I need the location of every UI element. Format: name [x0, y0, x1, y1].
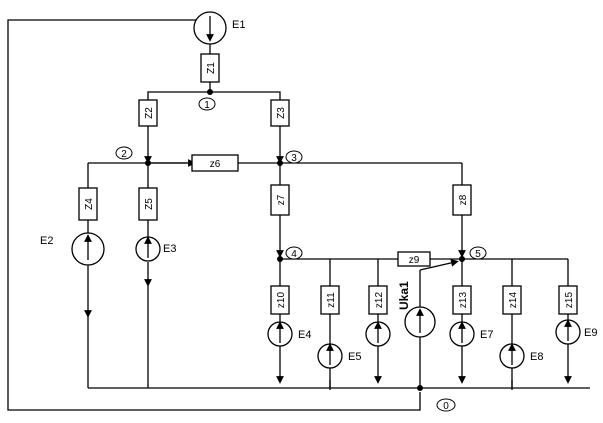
- impedance-z9: z9: [397, 251, 431, 267]
- svg-text:E3: E3: [163, 243, 176, 255]
- node-4: 4: [277, 246, 303, 262]
- source-e2: E2: [40, 232, 105, 266]
- svg-text:E2: E2: [40, 235, 53, 247]
- svg-text:3: 3: [291, 153, 297, 164]
- svg-text:z9: z9: [409, 255, 420, 266]
- svg-text:E9: E9: [584, 327, 597, 339]
- svg-text:z12: z12: [374, 292, 385, 309]
- impedance-z6: z6: [191, 154, 239, 172]
- node-0: 0: [417, 385, 456, 412]
- node-3: 3: [277, 150, 303, 166]
- impedance-z7: z7: [270, 184, 290, 216]
- svg-text:E7: E7: [480, 329, 493, 341]
- svg-text:1: 1: [204, 100, 210, 111]
- impedance-z10: z10: [270, 285, 290, 315]
- source-e5: E5: [317, 343, 361, 369]
- svg-text:z7: z7: [276, 194, 287, 205]
- impedance-z3: Z3: [270, 99, 290, 127]
- impedance-z4: Z4: [78, 187, 98, 221]
- impedance-z14: z14: [502, 285, 522, 315]
- impedance-z11: z11: [320, 285, 340, 315]
- source-e8: E8: [499, 343, 543, 369]
- svg-text:E1: E1: [232, 19, 245, 31]
- svg-text:E4: E4: [298, 329, 311, 341]
- svg-text:Z3: Z3: [276, 107, 287, 119]
- source-e7: E7: [449, 321, 493, 347]
- impedance-z8: z8: [452, 184, 472, 216]
- svg-text:E8: E8: [530, 351, 543, 363]
- svg-text:Z4: Z4: [84, 198, 95, 210]
- node-5: 5: [459, 246, 487, 262]
- impedance-z2: Z2: [138, 99, 158, 127]
- svg-text:Z5: Z5: [144, 198, 155, 210]
- wires: [7, 12, 590, 411]
- impedance-z12: z12: [368, 285, 388, 315]
- source-e4: E4: [267, 321, 311, 347]
- source-e6: [365, 321, 391, 347]
- source-e3: E3: [135, 236, 176, 262]
- source-e9: E9: [555, 319, 597, 345]
- svg-text:z11: z11: [326, 292, 337, 308]
- svg-text:z14: z14: [508, 292, 519, 309]
- node-1: 1: [198, 89, 216, 111]
- source-e1: E1: [193, 11, 245, 45]
- svg-text:Z1: Z1: [206, 62, 217, 74]
- source-uka1: Uka1: [397, 281, 436, 338]
- node-2: 2: [115, 146, 151, 166]
- svg-text:Z2: Z2: [144, 107, 155, 119]
- impedance-z13: z13: [452, 285, 472, 315]
- svg-text:2: 2: [121, 149, 127, 160]
- impedance-z5: Z5: [138, 187, 158, 221]
- svg-text:Uka1: Uka1: [397, 281, 411, 310]
- svg-text:z13: z13: [458, 292, 469, 309]
- svg-text:z10: z10: [276, 292, 287, 309]
- svg-text:0: 0: [443, 401, 449, 412]
- impedance-z1: Z1: [200, 53, 220, 83]
- impedance-z15: z15: [558, 285, 578, 315]
- svg-text:z6: z6: [210, 159, 221, 170]
- svg-text:5: 5: [475, 249, 481, 260]
- svg-text:E5: E5: [348, 351, 361, 363]
- svg-text:z15: z15: [564, 292, 575, 309]
- svg-text:z8: z8: [458, 194, 469, 205]
- svg-text:4: 4: [291, 249, 297, 260]
